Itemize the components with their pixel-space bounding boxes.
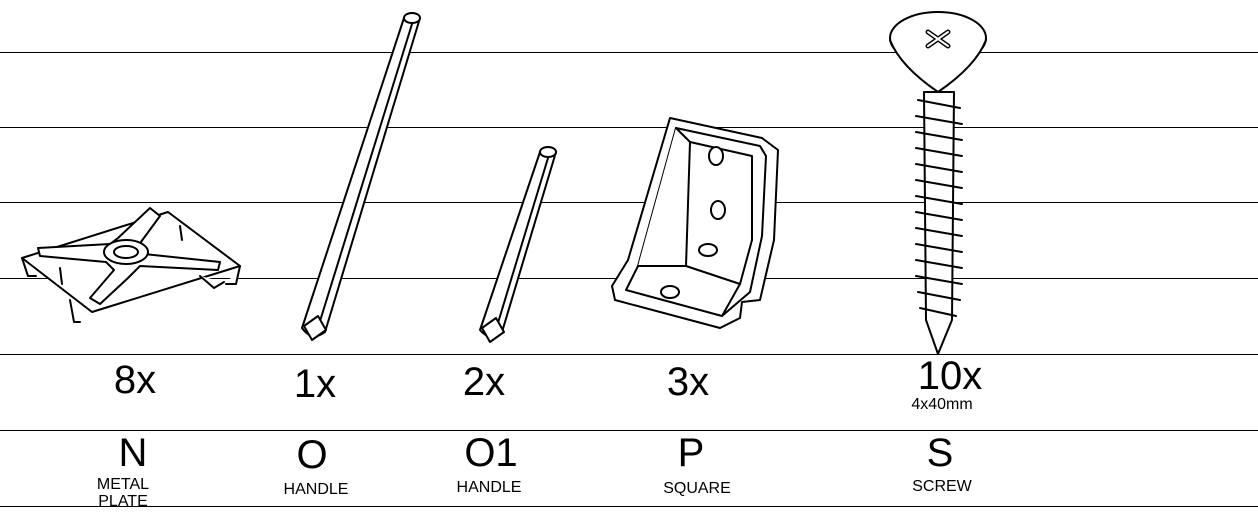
long-handle-illustration [301,12,421,341]
quantity-label: 8x [113,358,157,402]
separator-line [0,430,1258,431]
separator-line [0,52,1258,53]
short-handle-illustration [479,146,557,343]
part-code: O [296,433,328,477]
part-code: N [118,431,148,475]
quantity-label: 1x [293,362,337,406]
part-code: O1 [464,431,518,475]
square-bracket-illustration [611,117,779,329]
part-name: SCREW [912,478,972,495]
separator-line [0,506,1258,507]
separator-line [0,127,1258,128]
part-code: P [677,431,705,475]
quantity-label: 10x [917,354,983,398]
quantity-label: 3x [666,360,710,404]
part-name: HANDLE [283,481,349,498]
screw-illustration [889,11,987,355]
quantity-label: 2x [462,360,506,404]
separator-line [0,202,1258,203]
size-label: 4x40mm [911,396,973,413]
metal-plate-illustration [21,207,241,323]
part-name: HANDLE [456,479,522,496]
part-code: S [926,431,954,475]
part-name: SQUARE [663,480,731,497]
separator-line [0,354,1258,355]
part-name: METAL PLATE [96,476,150,510]
